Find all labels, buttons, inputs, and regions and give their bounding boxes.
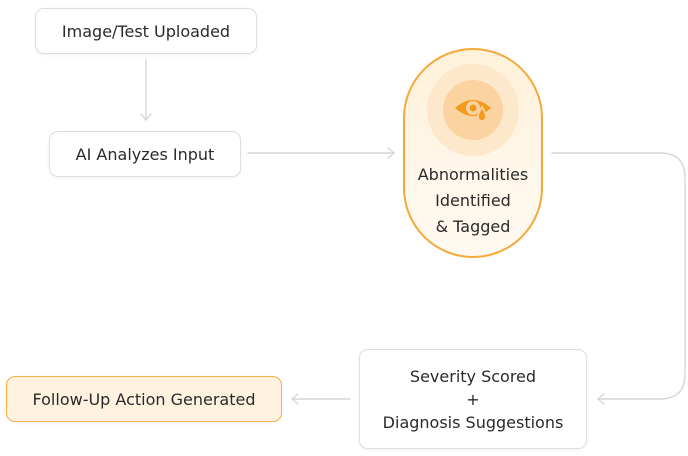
arrowhead-upload-to-analyze [140,113,152,121]
node-severity-scored: Severity Scored + Diagnosis Suggestions [359,349,587,449]
eye-drop-icon [455,100,491,122]
node-image-test-uploaded: Image/Test Uploaded [35,8,257,54]
node-label-line: Severity Scored [409,366,537,386]
arrowhead-abnormal-to-severity [597,393,605,405]
node-label-line: Diagnosis Suggestions [382,412,564,432]
node-label: AI Analyzes Input [75,144,215,164]
connector-abnormal-to-severity [551,152,686,400]
node-abnormalities-identified: Abnormalities Identified & Tagged [403,48,543,258]
arrowhead-analyze-to-abnormal [387,147,395,159]
node-ai-analyzes-input: AI Analyzes Input [49,131,241,177]
arrowhead-severity-to-followup [291,393,299,405]
node-follow-up-action: Follow-Up Action Generated [6,376,282,422]
icon-halo [427,64,519,156]
node-label-line: + [466,389,480,409]
node-label: Abnormalities Identified & Tagged [417,165,529,236]
node-label: Image/Test Uploaded [61,21,231,41]
node-label: Follow-Up Action Generated [32,389,256,409]
